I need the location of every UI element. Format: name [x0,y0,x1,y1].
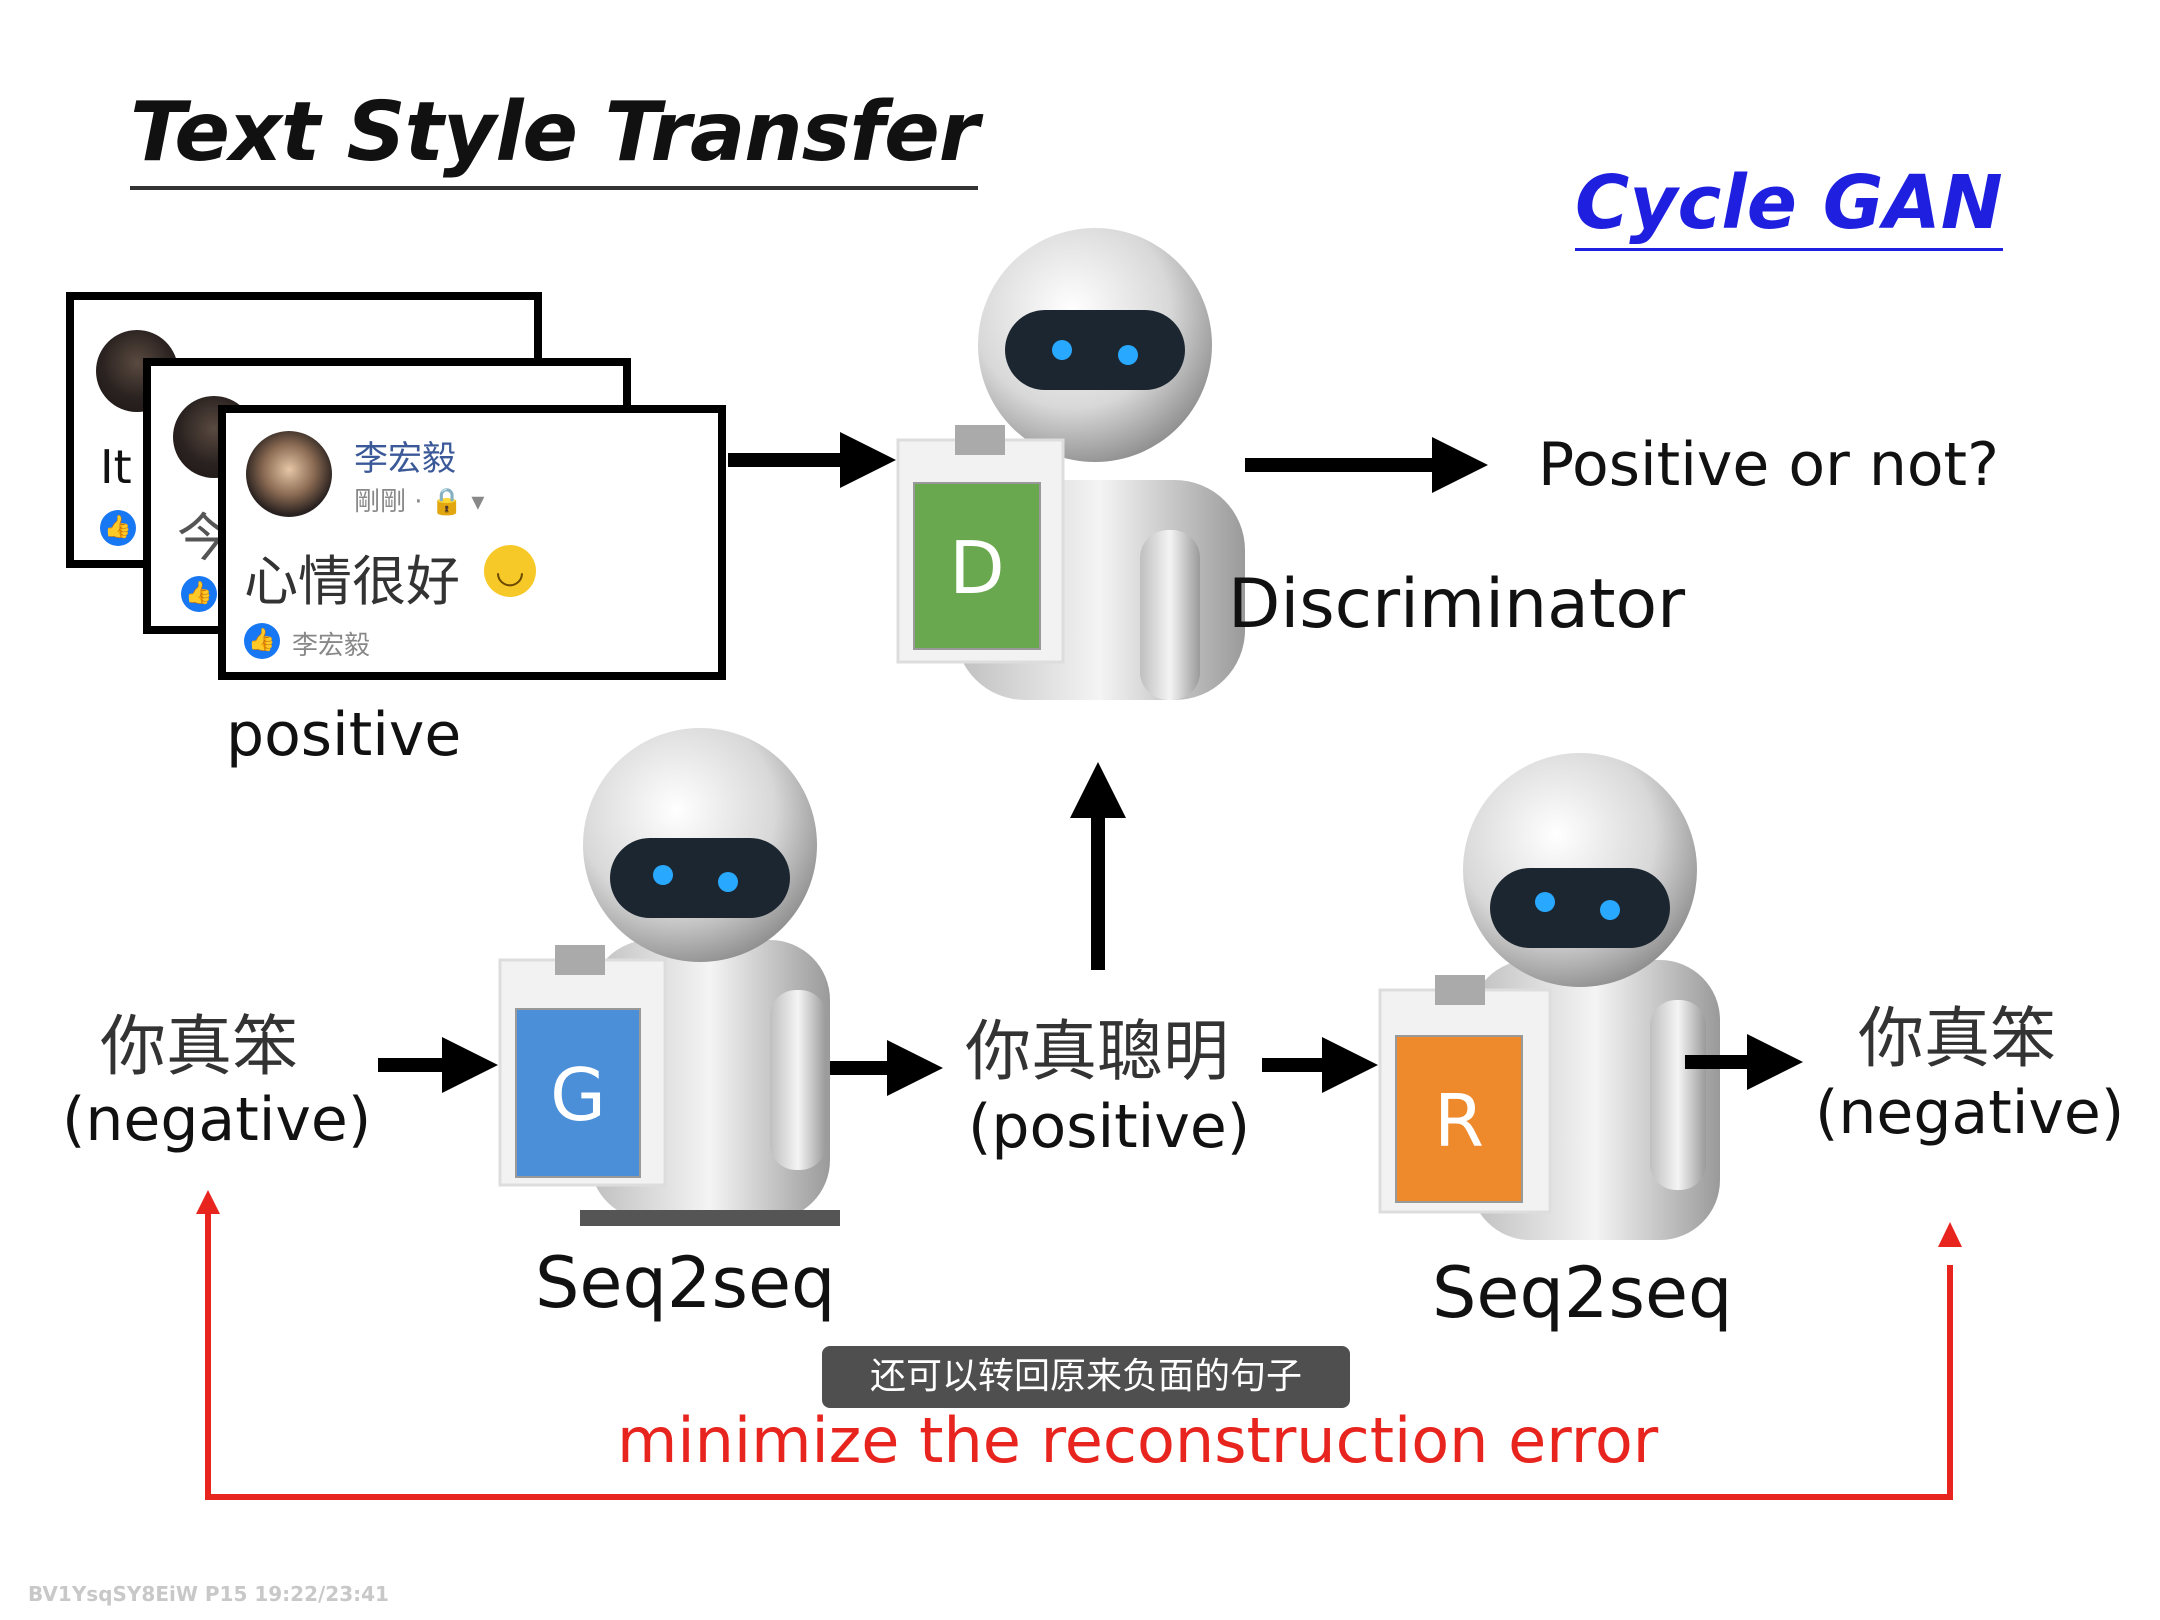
positive-or-not-label: Positive or not? [1538,430,1999,500]
poster-name[interactable]: 李宏毅 [354,439,456,479]
red-arrowhead-right [1938,1222,1962,1247]
discriminator-label: Discriminator [1228,565,1686,644]
post-time: 剛剛 · 🔒 ▾ [354,487,485,517]
like-icon: 👍 [244,623,280,659]
red-arrowhead-left [196,1190,220,1214]
like-icon: 👍 [181,576,217,612]
input-sentence: 你真笨 [100,1008,298,1085]
reconstruction-error-label: minimize the reconstruction error [617,1404,1659,1477]
reconstructed-sentiment: (negative) [1815,1078,2125,1148]
video-subtitle: 还可以转回原来负面的句子 [822,1346,1350,1408]
cycle-gan-link[interactable]: Cycle GAN [1575,160,2003,251]
like-icon: 👍 [100,510,136,546]
reconstructor-badge: R [1395,1035,1523,1203]
post-card-front: 李宏毅 剛剛 · 🔒 ▾ 心情很好 ◡ 👍 李宏毅 [218,405,726,680]
smile-emoji-icon: ◡ [484,545,536,597]
reaction-name: 李宏毅 [292,631,371,661]
discriminator-badge: D [913,482,1041,650]
seq2seq-reconstructor-label: Seq2seq [1432,1252,1733,1334]
video-watermark: BV1YsqSY8EiW P15 19:22/23:41 [28,1582,389,1606]
flow-arrows [378,432,1803,1096]
reconstruction-loop-arrow [205,1212,1953,1500]
generated-sentiment: (positive) [968,1092,1251,1162]
generator-badge: G [515,1008,641,1178]
card-back-text: It [100,440,132,494]
generated-sentence: 你真聰明 [965,1013,1229,1090]
reconstructed-sentence: 你真笨 [1858,1000,2056,1077]
slide-title: Text Style Transfer [130,85,979,190]
post-text: 心情很好 [244,550,460,613]
seq2seq-generator-label: Seq2seq [535,1242,836,1324]
profile-avatar [246,431,332,517]
input-sentiment: (negative) [62,1085,372,1155]
positive-label: positive [226,700,462,770]
